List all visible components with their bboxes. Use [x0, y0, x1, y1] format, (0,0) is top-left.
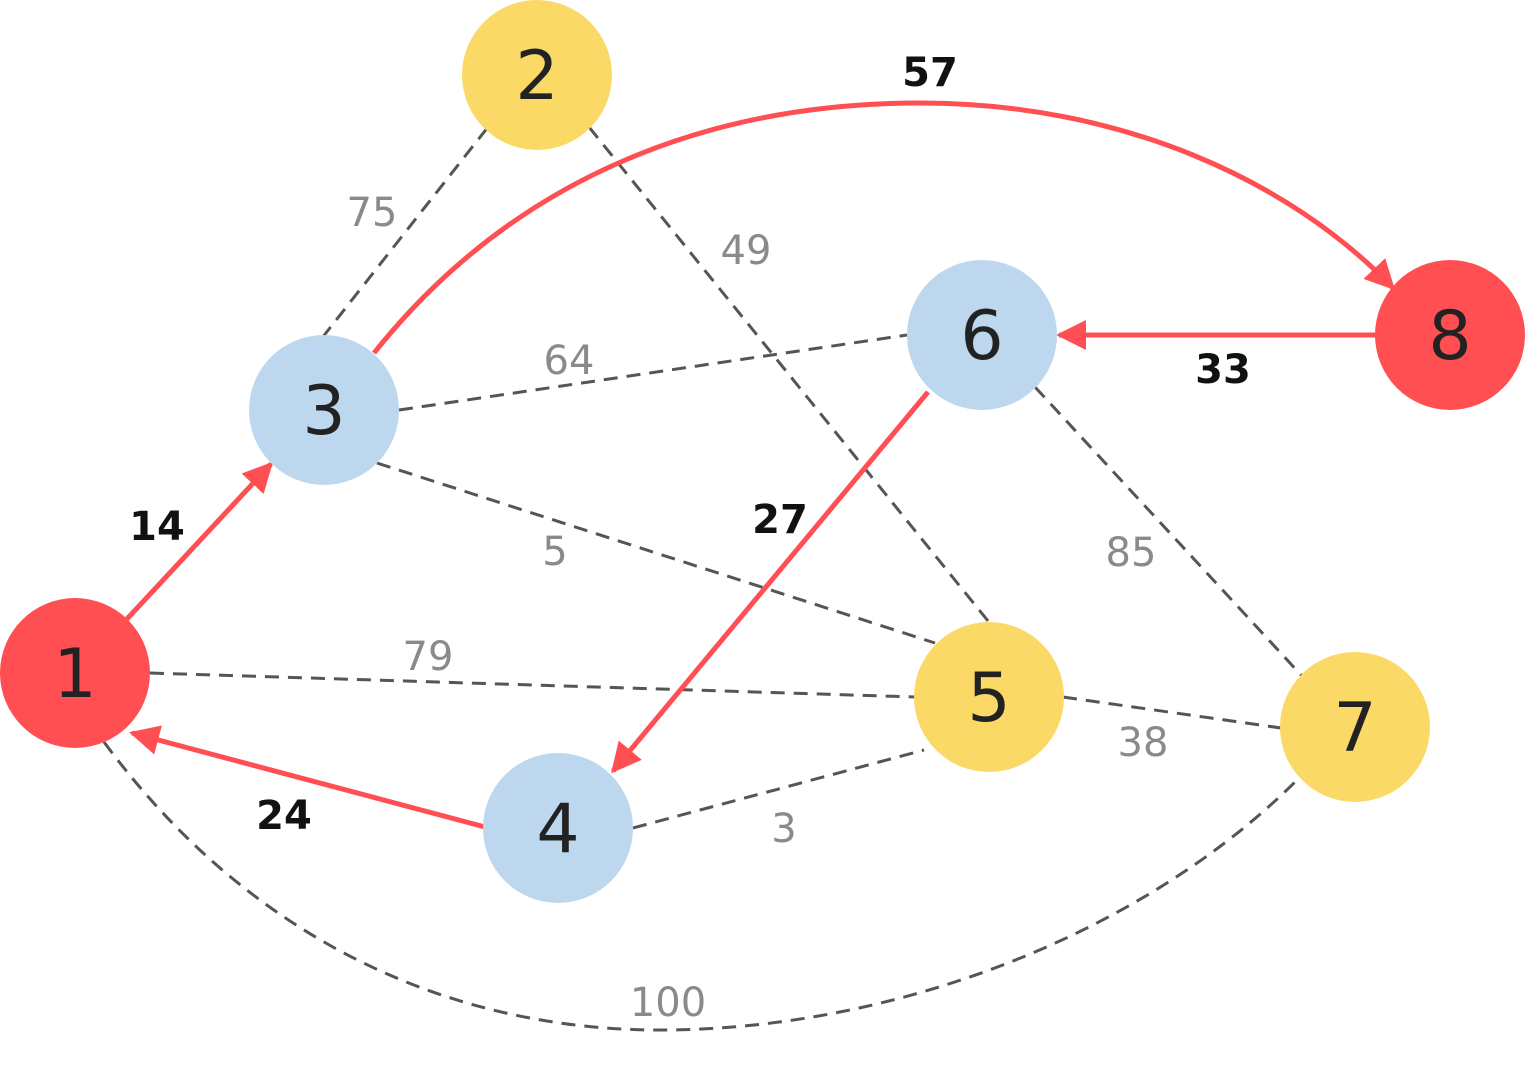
weight-6-4: 27 [752, 497, 808, 543]
node-7-label: 7 [1333, 689, 1376, 768]
weight-8-6: 33 [1195, 347, 1251, 393]
edge-4-1 [129, 725, 486, 830]
weight-3-6: 64 [544, 338, 595, 384]
node-3[interactable]: 3 [249, 335, 399, 485]
edge-6-7 [1033, 385, 1304, 678]
edge-1-7 [102, 741, 1304, 1032]
node-6[interactable]: 6 [907, 260, 1057, 410]
node-1-label: 1 [53, 635, 96, 714]
node-2[interactable]: 2 [462, 0, 612, 150]
edge-5-7 [1062, 695, 1282, 730]
nodes: 1 2 3 4 5 6 7 8 [0, 0, 1525, 903]
node-2-circle [462, 0, 612, 150]
node-3-circle [249, 335, 399, 485]
node-4[interactable]: 4 [483, 753, 633, 903]
active-edges [124, 100, 1396, 830]
node-5[interactable]: 5 [914, 622, 1064, 772]
weight-4-5: 3 [771, 806, 796, 852]
edge-4-5 [632, 748, 925, 830]
weight-3-8: 57 [902, 50, 958, 96]
weight-5-7: 38 [1118, 720, 1169, 766]
edge-1-5 [149, 671, 916, 699]
node-5-label: 5 [967, 659, 1010, 738]
node-1[interactable]: 1 [0, 598, 150, 748]
node-3-label: 3 [302, 372, 345, 451]
weight-1-7: 100 [630, 980, 706, 1026]
node-8[interactable]: 8 [1375, 260, 1525, 410]
node-4-label: 4 [536, 790, 579, 869]
weight-2-5: 49 [721, 228, 772, 274]
edge-3-5 [376, 461, 936, 645]
weight-3-2: 75 [347, 190, 398, 236]
dashed-edges [102, 126, 1304, 1032]
weight-6-7: 85 [1106, 530, 1157, 576]
node-7-circle [1280, 652, 1430, 802]
weight-4-1: 24 [256, 793, 312, 839]
weight-3-5: 5 [542, 529, 567, 575]
edge-3-8 [372, 100, 1396, 355]
node-6-label: 6 [960, 297, 1003, 376]
node-8-circle [1375, 260, 1525, 410]
node-6-circle [907, 260, 1057, 410]
weight-1-3: 14 [129, 504, 185, 550]
weight-1-5: 79 [403, 634, 454, 680]
edge-1-3 [124, 461, 274, 622]
node-1-circle [0, 598, 150, 748]
node-5-circle [914, 622, 1064, 772]
node-8-label: 8 [1428, 297, 1471, 376]
node-7[interactable]: 7 [1280, 652, 1430, 802]
edge-3-6 [398, 333, 908, 412]
node-4-circle [483, 753, 633, 903]
edge-2-5 [587, 126, 990, 622]
node-2-label: 2 [515, 37, 558, 116]
edge-weights: 75 49 64 5 79 38 3 85 100 14 57 33 27 24 [129, 50, 1251, 1026]
edge-6-4 [611, 390, 930, 774]
